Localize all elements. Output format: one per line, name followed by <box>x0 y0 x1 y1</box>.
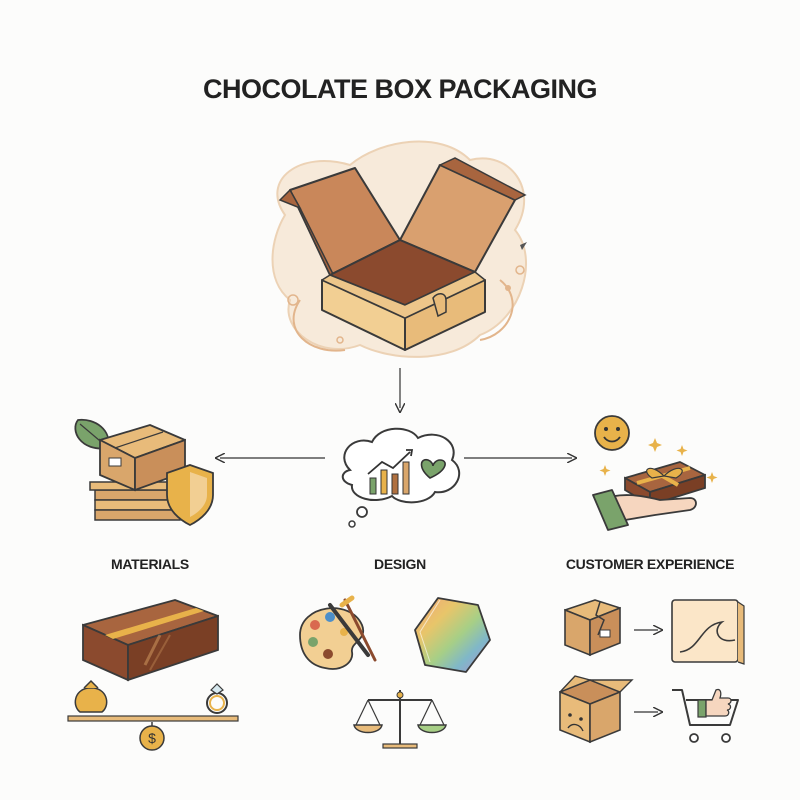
section-label-materials: MATERIALS <box>111 556 189 572</box>
cost-balance-scale-icon: $ <box>67 679 239 751</box>
customer-gift-hand-smiley-icon <box>592 415 718 531</box>
section-label-customer-experience: CUSTOMER EXPERIENCE <box>565 556 735 572</box>
rainbow-swatch-icon <box>414 597 491 673</box>
section-label-design: DESIGN <box>374 556 426 572</box>
page-title: CHOCOLATE BOX PACKAGING <box>202 74 598 104</box>
shopping-cart-thumbs-up-icon <box>672 688 739 743</box>
unhappy-open-box-icon <box>559 675 634 744</box>
materials-stacked-boxes-shield-icon <box>74 418 214 527</box>
chocolate-bar-box-icon <box>82 599 219 682</box>
thought-bubble-chart-heart-icon <box>341 427 461 528</box>
dollar-sign: $ <box>148 730 156 746</box>
paint-palette-brushes-icon <box>299 595 377 670</box>
open-chocolate-box-icon <box>271 140 528 358</box>
damaged-box-icon <box>564 599 621 657</box>
balance-scale-icon <box>353 690 447 749</box>
premium-box-icon <box>671 599 745 665</box>
